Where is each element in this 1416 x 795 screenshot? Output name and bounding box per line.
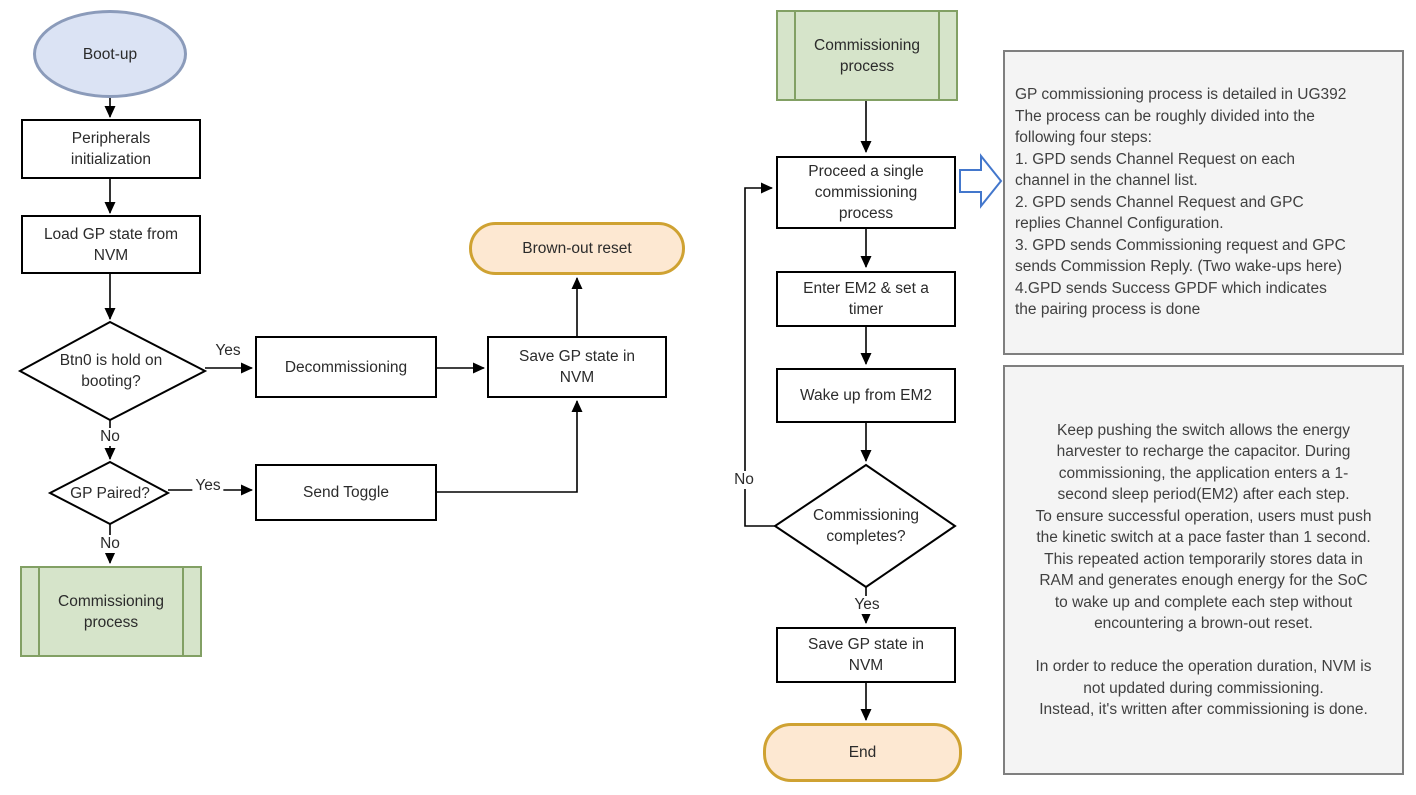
node-save-gp-state-1: Save GP state in NVM (487, 336, 667, 398)
node-boot-up-label: Boot-up (82, 45, 138, 63)
note-commissioning-steps: GP commissioning process is detailed in … (1003, 50, 1404, 355)
node-enter-em2-label: Enter EM2 & set a timer (803, 280, 929, 318)
node-completes-decision-label: Commissioning completes? (813, 507, 919, 545)
node-end: End (763, 723, 962, 782)
note-energy-harvester: Keep pushing the switch allows the energ… (1003, 365, 1404, 775)
node-proceed-single-label: Proceed a single commissioning process (808, 163, 924, 222)
node-wake-up-label: Wake up from EM2 (799, 387, 933, 404)
edge-label-completes-no: No (731, 471, 757, 489)
node-wake-up: Wake up from EM2 (776, 368, 956, 423)
diamond-btn0-decision (17, 320, 208, 422)
edge-label-gp-paired-no: No (97, 535, 123, 553)
node-gp-paired-decision-label: GP Paired? (70, 484, 150, 502)
diamond-completes-decision (773, 463, 957, 589)
arrow-sendtoggle-to-savegp (437, 400, 583, 493)
callout-arrow-icon (959, 153, 1003, 209)
node-boot-up: Boot-up (33, 10, 187, 98)
node-enter-em2: Enter EM2 & set a timer (776, 271, 956, 327)
node-commissioning-process-right-label: Commissioning process (814, 36, 920, 75)
edge-label-completes-yes: Yes (851, 596, 883, 614)
node-save-gp-state-1-label: Save GP state in NVM (518, 348, 636, 386)
node-save-gp-state-2: Save GP state in NVM (776, 627, 956, 683)
arrow-completes-no-loop (744, 182, 775, 527)
node-brown-out-reset-label: Brown-out reset (522, 240, 632, 257)
node-commissioning-process-left-label: Commissioning process (58, 592, 164, 631)
edge-label-btn0-no: No (97, 428, 123, 446)
node-load-gp-state-label: Load GP state from NVM (43, 225, 179, 264)
diamond-gp-paired-decision (47, 460, 171, 526)
node-decommissioning: Decommissioning (255, 336, 437, 398)
node-btn0-decision-label: Btn0 is hold on booting? (59, 352, 163, 390)
node-send-toggle-label: Send Toggle (303, 484, 389, 501)
node-send-toggle: Send Toggle (255, 464, 437, 521)
node-commissioning-process-right: Commissioning process (776, 10, 958, 101)
node-load-gp-state: Load GP state from NVM (21, 215, 201, 274)
node-decommissioning-label: Decommissioning (284, 358, 408, 376)
edge-label-btn0-yes: Yes (212, 342, 244, 360)
node-proceed-single: Proceed a single commissioning process (776, 156, 956, 229)
node-commissioning-process-left: Commissioning process (20, 566, 202, 657)
node-save-gp-state-2-label: Save GP state in NVM (807, 636, 925, 674)
node-peripherals-init-label: Peripherals initialization (70, 130, 152, 168)
node-end-label: End (848, 744, 877, 761)
node-brown-out-reset: Brown-out reset (469, 222, 685, 275)
node-peripherals-init: Peripherals initialization (21, 119, 201, 179)
edge-label-gp-paired-yes: Yes (192, 477, 224, 495)
